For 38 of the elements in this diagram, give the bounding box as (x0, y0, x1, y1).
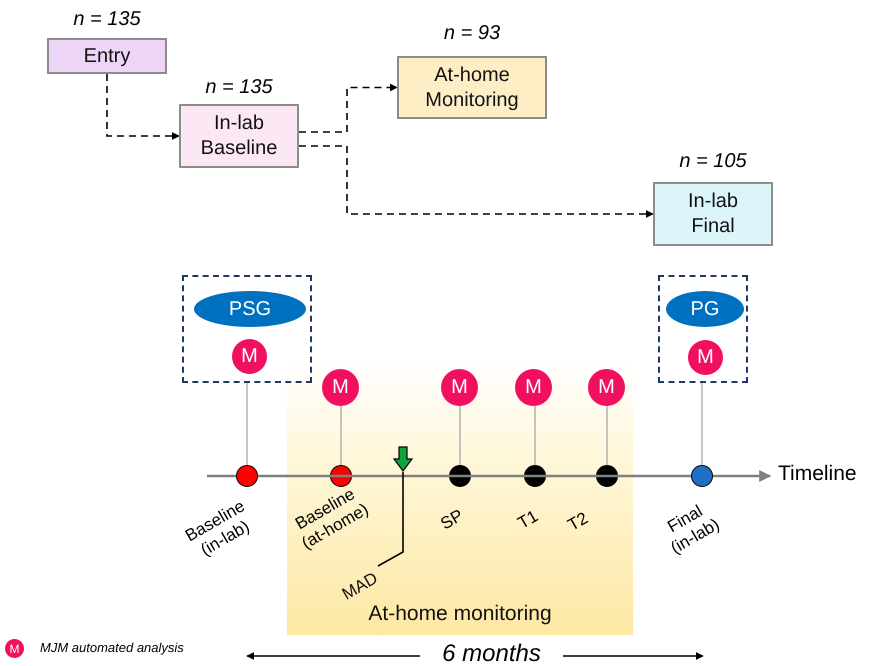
analysis-circle: M (441, 369, 478, 406)
method-ellipse: PSG (194, 291, 306, 327)
method-ellipse: PG (666, 291, 744, 327)
connector-line (606, 406, 608, 465)
dashed-group-box (658, 275, 748, 383)
analysis-circle: M (688, 340, 723, 375)
sample-size-label: n = 135 (72, 8, 142, 31)
analysis-circle: M (588, 369, 625, 406)
process-box: In-lab Baseline (179, 104, 299, 168)
dashed-arrow (299, 84, 398, 133)
analysis-circle: M (232, 339, 267, 374)
connector-line (340, 406, 342, 465)
timepoint-dot (236, 465, 258, 487)
process-box: At-home Monitoring (397, 56, 547, 119)
dashed-arrow (299, 145, 654, 218)
sample-size-label: n = 105 (678, 150, 748, 173)
process-box: In-lab Final (653, 182, 773, 246)
down-arrow-icon (393, 446, 413, 472)
connector-line (459, 406, 461, 465)
analysis-circle: M (515, 369, 552, 406)
dashed-group-box (182, 275, 312, 383)
dashed-arrow (106, 74, 180, 140)
timepoint-dot (691, 465, 713, 487)
analysis-circle: M (322, 369, 359, 406)
legend-symbol: M (5, 639, 24, 658)
connector-line (534, 406, 536, 465)
legend-text: MJM automated analysis (40, 640, 184, 655)
sample-size-label: n = 135 (204, 76, 274, 99)
connector-line (246, 383, 248, 465)
timepoint-label: T2 (564, 507, 592, 537)
timepoint-label: SP (436, 504, 468, 536)
process-box: Entry (47, 38, 167, 74)
timepoint-label: T1 (514, 505, 542, 535)
node-label: At-home monitoring (368, 600, 552, 627)
leader-line (378, 472, 404, 567)
sample-size-label: n = 93 (442, 22, 502, 45)
connector-line (701, 383, 703, 465)
axis-label: Timeline (778, 462, 857, 486)
